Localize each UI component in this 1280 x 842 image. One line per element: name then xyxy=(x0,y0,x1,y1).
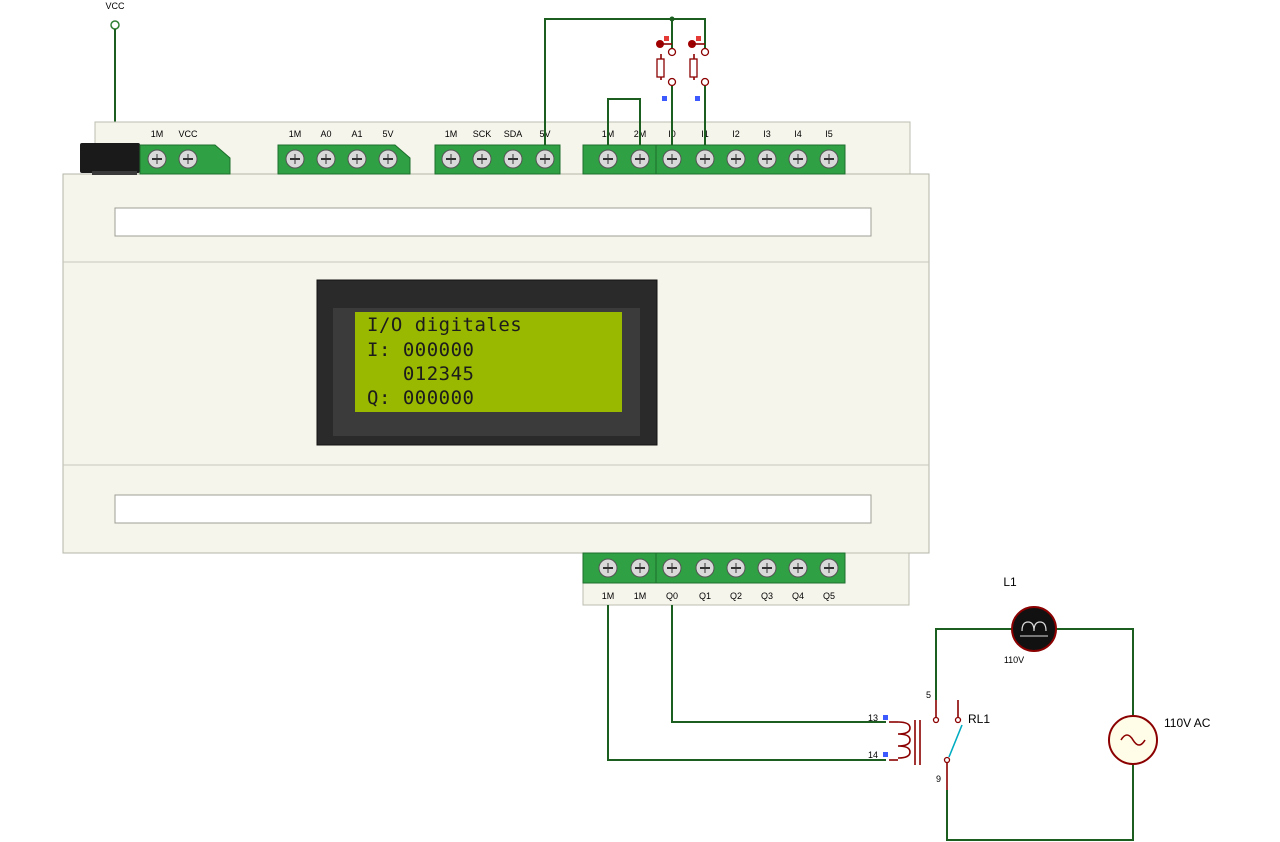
wire-5v-to-buttons xyxy=(544,16,706,145)
lcd-line-2: I: 000000 xyxy=(367,339,474,361)
terminal-label: 1M xyxy=(445,129,458,139)
vcc-label: VCC xyxy=(105,1,125,11)
relay-name-label: RL1 xyxy=(968,712,990,726)
terminal-label: Q4 xyxy=(792,591,804,601)
pushbutton-i0[interactable] xyxy=(656,36,677,145)
terminal-label: Q0 xyxy=(666,591,678,601)
terminal-label: I5 xyxy=(825,129,833,139)
relay-pin-14-label: 14 xyxy=(868,750,878,760)
wire-load-circuit xyxy=(935,628,1134,841)
terminal-label: VCC xyxy=(178,129,198,139)
jumper-1m-2m xyxy=(607,98,641,145)
vcc-terminal[interactable]: VCC xyxy=(105,1,125,122)
terminal-label: 1M xyxy=(634,591,647,601)
terminal-label: Q2 xyxy=(730,591,742,601)
terminal-label: SDA xyxy=(504,129,523,139)
relay-pin-13-label: 13 xyxy=(868,713,878,723)
relay-coil xyxy=(897,721,911,759)
terminal-label: I2 xyxy=(732,129,740,139)
terminal-label: 1M xyxy=(151,129,164,139)
terminal-label: A0 xyxy=(320,129,331,139)
wire-q0-to-relay xyxy=(671,605,886,723)
source-name-label: 110V AC xyxy=(1164,716,1211,730)
relay-rl1[interactable]: 13 14 5 9 RL1 xyxy=(868,690,990,790)
terminal-label: SCK xyxy=(473,129,492,139)
lcd-line-1: I/O digitales xyxy=(367,314,522,336)
label-slot-bottom xyxy=(114,494,872,524)
lcd-line-4: Q: 000000 xyxy=(367,387,474,409)
lamp-name-label: L1 xyxy=(1003,575,1017,589)
terminal-label: I3 xyxy=(763,129,771,139)
terminal-label: A1 xyxy=(351,129,362,139)
terminal-block-bus xyxy=(434,144,561,175)
lamp-value-label: 110V xyxy=(1004,655,1024,665)
terminal-label: Q1 xyxy=(699,591,711,601)
terminal-label: Q3 xyxy=(761,591,773,601)
terminal-label: 1M xyxy=(289,129,302,139)
plc-body xyxy=(62,173,930,554)
terminal-label: 1M xyxy=(602,591,615,601)
terminal-label: Q5 xyxy=(823,591,835,601)
power-plug xyxy=(80,143,140,175)
label-slot-top xyxy=(114,207,872,237)
ac-source[interactable]: 110V AC xyxy=(1108,715,1211,765)
lcd-display: I/O digitales I: 000000 012345 Q: 000000 xyxy=(316,279,658,446)
relay-pin-5-label: 5 xyxy=(926,690,931,700)
terminal-block-analog xyxy=(277,144,411,175)
relay-pin-9-label: 9 xyxy=(936,774,941,784)
wire-1m-to-relay xyxy=(607,605,886,761)
sine-icon xyxy=(1120,734,1146,746)
terminal-label: 5V xyxy=(382,129,393,139)
pushbutton-i1[interactable] xyxy=(688,36,710,145)
terminal-screws xyxy=(147,149,839,578)
lcd-line-3: 012345 xyxy=(367,363,474,385)
lcd-screen xyxy=(355,312,622,412)
lamp-l1[interactable]: L1 110V xyxy=(1003,575,1057,665)
terminal-label: I4 xyxy=(794,129,802,139)
